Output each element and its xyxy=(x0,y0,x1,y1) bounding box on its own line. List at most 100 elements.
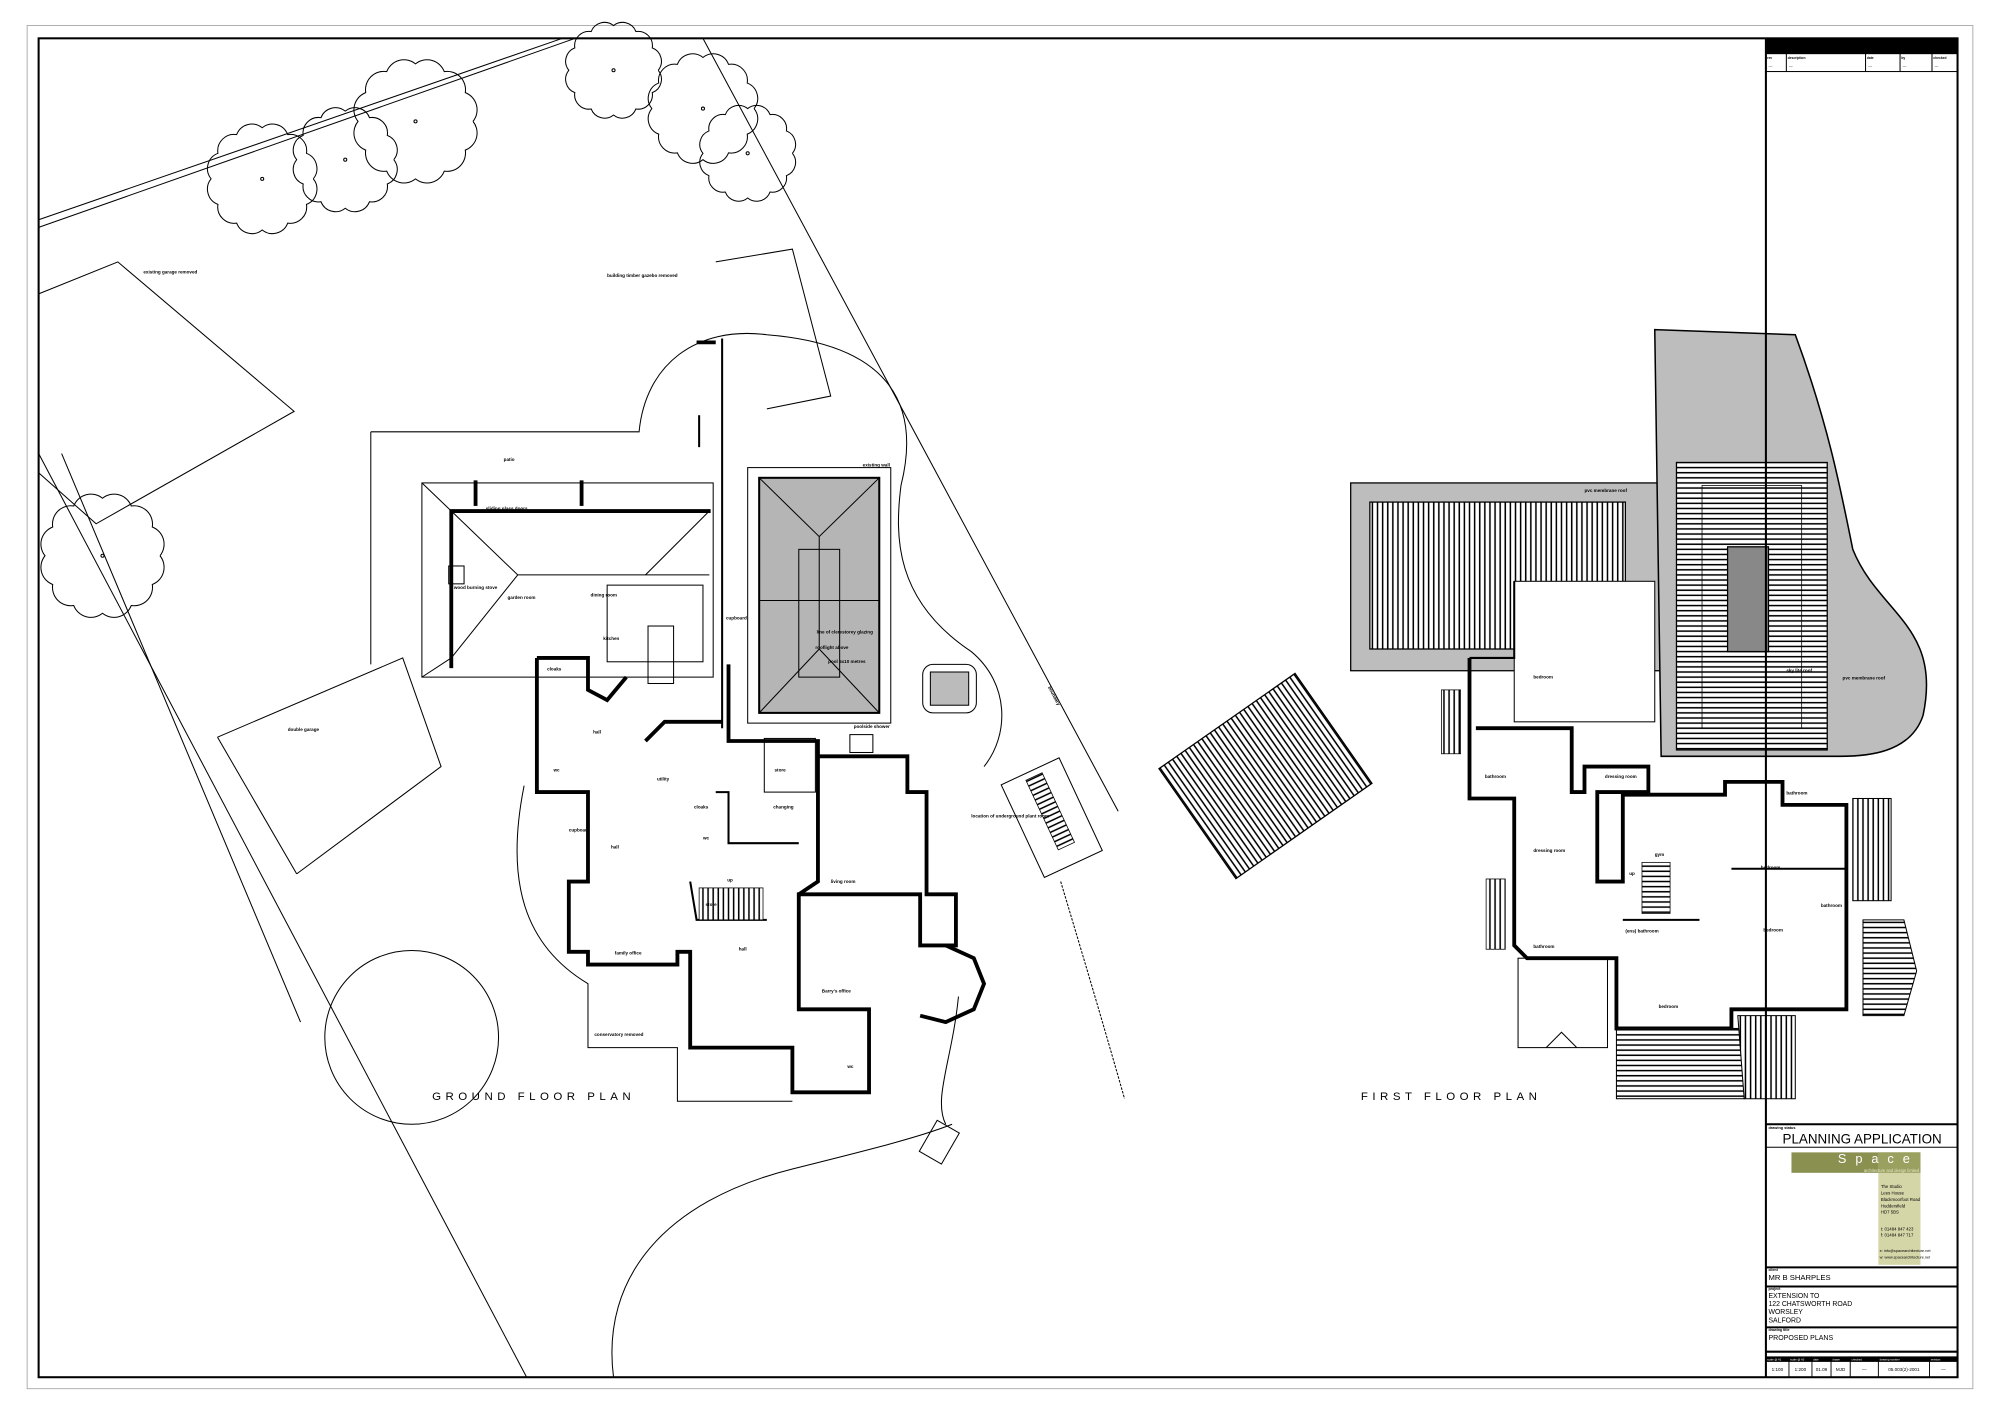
label: hall xyxy=(611,844,619,849)
label: building timber gazebo removed xyxy=(607,273,678,278)
revision-header: date xyxy=(1867,56,1874,60)
label: bedroom xyxy=(1659,1004,1679,1009)
info-value: 1:100 xyxy=(1772,1367,1784,1372)
plant-room xyxy=(1000,757,1103,879)
info-label: date xyxy=(1813,1358,1819,1362)
address-line: The Studio xyxy=(1881,1184,1903,1189)
revision-cell: — xyxy=(1789,65,1793,69)
label: dining room xyxy=(591,593,617,598)
tree-trunk xyxy=(100,553,105,558)
drawing-title: PROPOSED PLANS xyxy=(1768,1335,1833,1342)
label: location of underground plant room xyxy=(971,814,1049,819)
company-web: w: www.spacearchitecture.net xyxy=(1880,1255,1932,1259)
label: utility xyxy=(657,777,670,782)
first-floor-plan-title: FIRST FLOOR PLAN xyxy=(1361,1091,1541,1103)
info-value: 1:200 xyxy=(1795,1367,1807,1372)
label: up xyxy=(1629,871,1635,876)
info-value: — xyxy=(1941,1367,1946,1372)
ground-floor-labels: existing garage removed building timber … xyxy=(143,269,1061,1103)
info-label: drawn xyxy=(1832,1358,1840,1362)
project-line: SALFORD xyxy=(1768,1317,1801,1324)
label: wc xyxy=(846,1064,854,1069)
tree-trunk xyxy=(413,119,418,124)
label: kitchen xyxy=(603,636,619,641)
tree-trunk xyxy=(611,68,616,73)
company-phone: t: 01484 847 423 xyxy=(1881,1226,1914,1231)
info-label: checked xyxy=(1852,1358,1863,1362)
label: store xyxy=(706,902,718,907)
label: poolside shower xyxy=(854,724,890,729)
revision-header: description xyxy=(1788,56,1806,60)
company-email: e: info@spacearchitecture.net xyxy=(1880,1249,1932,1253)
label: sliding glass doors xyxy=(486,506,528,511)
label: pvc membrane roof xyxy=(1584,488,1627,493)
address-line: Blackmoorfoot Road xyxy=(1881,1197,1921,1202)
label: bedroom xyxy=(1533,674,1553,679)
label: family office xyxy=(615,950,642,955)
sheet-outer-border xyxy=(26,25,1974,1390)
site-lines xyxy=(38,37,1126,1378)
label: living room xyxy=(831,879,856,884)
revision-cell: — xyxy=(1903,65,1907,69)
tree-canopy xyxy=(324,950,500,1125)
tree-icon xyxy=(565,21,662,119)
label: patio xyxy=(504,457,515,462)
hatched-roof xyxy=(1158,672,1373,880)
revision-header: by xyxy=(1901,56,1905,60)
label: dressing room xyxy=(1605,774,1637,779)
client-label: client xyxy=(1768,1268,1778,1272)
label: store xyxy=(775,768,787,773)
label: (ens) bathroom xyxy=(1625,929,1658,934)
title-label: drawing title xyxy=(1768,1328,1789,1332)
ground-floor-walls xyxy=(534,584,987,1095)
trees xyxy=(40,21,797,618)
label: cloaks xyxy=(547,667,562,672)
label: bathroom xyxy=(1533,944,1554,949)
tree-icon xyxy=(292,107,398,213)
info-value: — xyxy=(1862,1367,1867,1372)
revision-cell: — xyxy=(1768,65,1772,69)
label: up xyxy=(727,878,733,883)
label: double garage xyxy=(288,727,320,732)
address-line: Lees House xyxy=(1881,1191,1905,1196)
tree-trunk xyxy=(260,176,265,181)
title-block: rev — description — date — by — checked — drawing… xyxy=(1764,38,1959,1378)
tree-icon xyxy=(206,123,318,235)
label: cupboard xyxy=(569,828,590,833)
label: conservatory removed xyxy=(594,1032,643,1037)
revision-header: rev xyxy=(1767,56,1772,60)
tree-trunk xyxy=(343,157,348,162)
label: wc xyxy=(552,768,560,773)
info-label: drawing number xyxy=(1880,1358,1900,1362)
revision-header: checked xyxy=(1933,56,1946,60)
label: pool 5x10 metres xyxy=(828,659,866,664)
info-label: scale @ A1 xyxy=(1767,1358,1782,1362)
label: existing garage removed xyxy=(143,269,197,274)
label: hall xyxy=(593,729,601,734)
tree-trunk xyxy=(745,151,750,156)
label: changing xyxy=(773,805,794,810)
plant-room-stair xyxy=(1025,772,1076,851)
info-label: revision xyxy=(1931,1358,1941,1362)
info-value: MJD xyxy=(1836,1367,1846,1372)
ground-floor-plan-title: GROUND FLOOR PLAN xyxy=(432,1091,635,1103)
label: cloaks xyxy=(694,805,709,810)
label: bathroom xyxy=(1821,903,1842,908)
label: gym xyxy=(1655,852,1664,857)
info-value: 01.09 xyxy=(1816,1367,1828,1372)
project-line: 122 CHATSWORTH ROAD xyxy=(1768,1301,1852,1308)
revision-cell: — xyxy=(1935,65,1939,69)
garden-room xyxy=(421,338,724,729)
company-logo: Space xyxy=(1838,1151,1919,1166)
address-line: Huddersfield xyxy=(1881,1203,1906,1208)
project-label: project xyxy=(1768,1287,1781,1291)
label: cupboard xyxy=(726,616,747,621)
label: garden room xyxy=(507,595,535,600)
label: rooflight above xyxy=(815,645,849,650)
company-fax: f: 01484 847 717 xyxy=(1881,1233,1914,1238)
label: pvc membrane roof xyxy=(1843,676,1886,681)
label: bathroom xyxy=(1786,791,1807,796)
label: hall xyxy=(739,947,747,952)
label: bathroom xyxy=(1485,774,1506,779)
